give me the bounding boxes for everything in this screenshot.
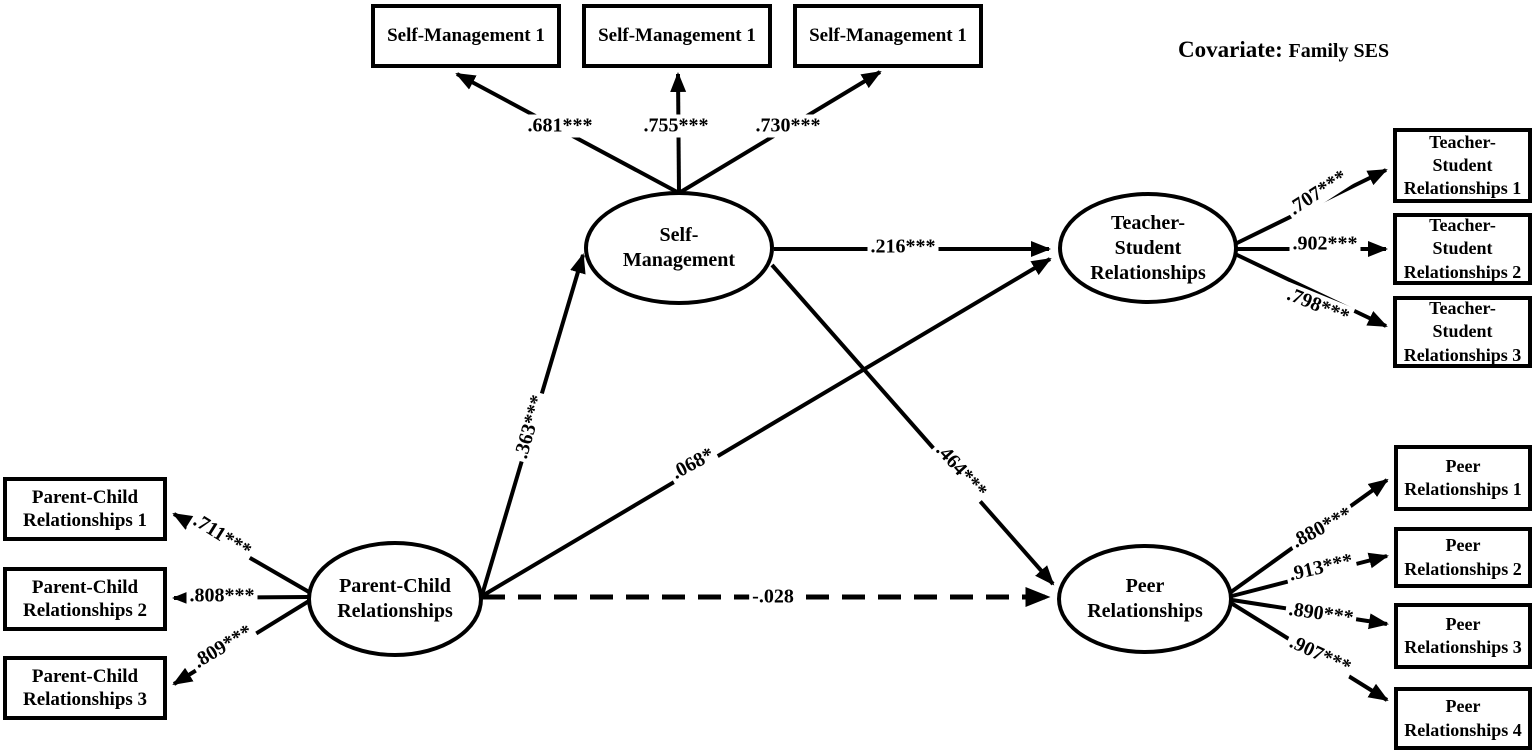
covariate-label: Covariate:	[1178, 37, 1283, 62]
indicator-peer-1: Peer Relationships 1	[1394, 445, 1532, 511]
coef-sm-ts: .216***	[867, 235, 939, 259]
indicator-peer-3: Peer Relationships 3	[1394, 603, 1532, 669]
loading-sm-3: .730***	[752, 114, 824, 138]
indicator-parent-child-3: Parent-Child Relationships 3	[3, 656, 167, 720]
indicator-parent-child-1: Parent-Child Relationships 1	[3, 477, 167, 541]
covariate-note: Covariate: Family SES	[1178, 37, 1389, 63]
indicator-self-management-2: Self-Management 1	[582, 4, 772, 68]
loading-ts-2: .902***	[1289, 232, 1361, 256]
latent-self-management: Self- Management	[584, 191, 774, 305]
indicator-self-management-1: Self-Management 1	[371, 4, 561, 68]
latent-parent-child: Parent-Child Relationships	[307, 541, 483, 657]
indicator-self-management-3: Self-Management 1	[793, 4, 983, 68]
latent-teacher-student: Teacher- Student Relationships	[1058, 192, 1238, 304]
loading-sm-1: .681***	[524, 114, 596, 138]
indicator-parent-child-2: Parent-Child Relationships 2	[3, 567, 167, 631]
coef-pc-pr: -.028	[749, 585, 797, 609]
loading-sm-2: .755***	[640, 114, 712, 138]
loading-pc-2: .808***	[186, 584, 258, 608]
indicator-teacher-student-1: Teacher- Student Relationships 1	[1393, 128, 1532, 203]
covariate-value: Family SES	[1288, 40, 1390, 62]
indicator-peer-4: Peer Relationships 4	[1394, 687, 1532, 750]
indicator-teacher-student-3: Teacher- Student Relationships 3	[1393, 296, 1532, 368]
indicator-peer-2: Peer Relationships 2	[1394, 527, 1532, 588]
indicator-teacher-student-2: Teacher- Student Relationships 2	[1393, 213, 1532, 285]
latent-peer: Peer Relationships	[1057, 544, 1233, 654]
path-sm-to-pr	[770, 263, 1055, 586]
path-pc-to-ts	[480, 257, 1052, 598]
